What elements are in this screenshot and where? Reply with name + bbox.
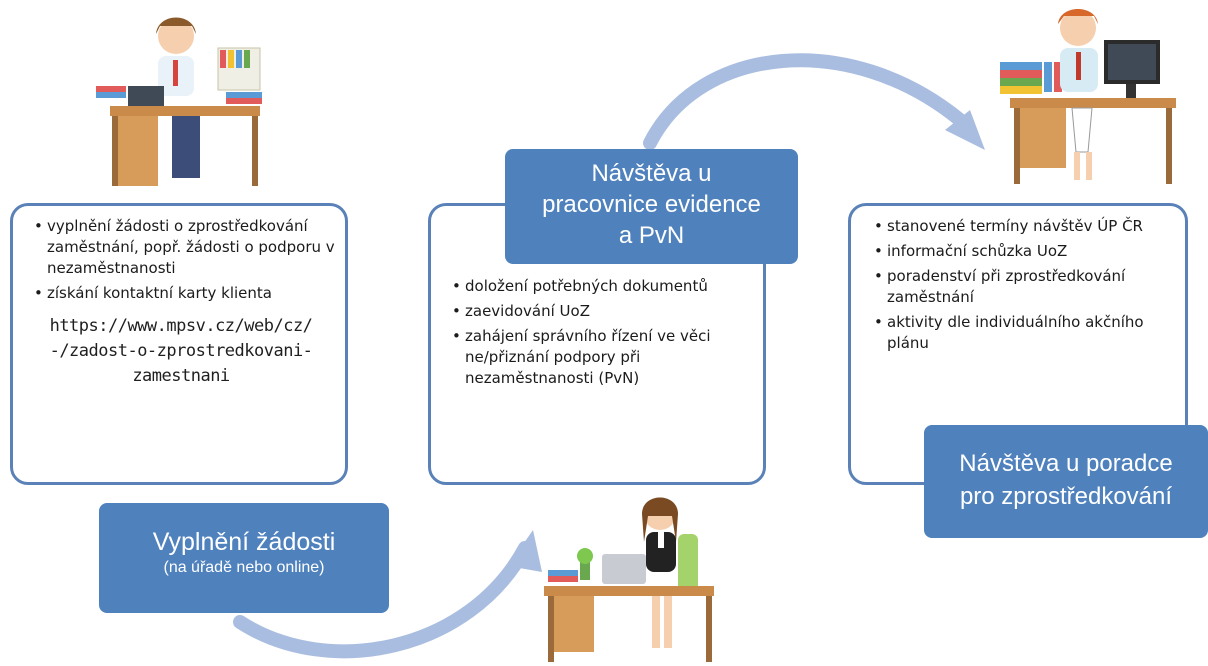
- list-item: poradenství při zprostředkování zaměstná…: [874, 266, 1175, 308]
- link-line: -/zadost-o-zprostredkovani-: [49, 341, 313, 361]
- step-3-title-line: Návštěva u poradce: [959, 450, 1173, 477]
- arrow-head-step3: [945, 110, 985, 150]
- list-item: aktivity dle individuálního akčního plán…: [874, 312, 1175, 354]
- list-item: stanovené termíny návštěv ÚP ČR: [874, 216, 1175, 237]
- list-item: informační schůzka UoZ: [874, 241, 1175, 262]
- woman-at-laptop-green-chair-illustration: [544, 497, 714, 662]
- woman-at-laptop-desk-illustration: [96, 17, 262, 186]
- list-item: zahájení správního řízení ve věci ne/při…: [452, 326, 753, 389]
- arrow-head-step2: [508, 530, 542, 572]
- arrow-step2-to-step3: [643, 53, 967, 150]
- step-2-title-line: pracovnice evidence: [542, 191, 761, 218]
- step-1-subtitle: (na úřadě nebo online): [163, 559, 325, 576]
- step-2-bullet-list: doložení potřebných dokumentů zaevidován…: [451, 276, 753, 389]
- step-1-bullet-list: vyplnění žádosti o zprostředkování zaměs…: [33, 216, 335, 304]
- link-line: https://www.mpsv.cz/web/cz/: [49, 316, 313, 336]
- step-1-title: Vyplnění žádosti: [152, 528, 336, 556]
- mpsv-application-link[interactable]: https://www.mpsv.cz/web/cz/ -/zadost-o-z…: [33, 314, 329, 389]
- link-line: zamestnani: [132, 366, 230, 386]
- list-item: zaevidování UoZ: [452, 301, 753, 322]
- woman-at-desktop-computer-illustration: [1000, 9, 1176, 184]
- step-2-title-box: Návštěva u pracovnice evidence a PvN: [505, 149, 798, 264]
- list-item: získání kontaktní karty klienta: [34, 283, 335, 304]
- arrow-step1-to-step2: [233, 541, 532, 659]
- step-2-title-line: a PvN: [618, 222, 685, 249]
- step-1-details-card: vyplnění žádosti o zprostředkování zaměs…: [10, 203, 348, 485]
- step-3-title-line: pro zprostředkování: [959, 483, 1173, 510]
- step-2-title-line: Návštěva u: [591, 160, 712, 187]
- step-1-title-box: Vyplnění žádosti (na úřadě nebo online): [99, 503, 389, 613]
- list-item: vyplnění žádosti o zprostředkování zaměs…: [34, 216, 335, 279]
- step-3-title-box: Návštěva u poradce pro zprostředkování: [924, 425, 1208, 538]
- list-item: doložení potřebných dokumentů: [452, 276, 753, 297]
- step-3-bullet-list: stanovené termíny návštěv ÚP ČR informač…: [873, 216, 1175, 354]
